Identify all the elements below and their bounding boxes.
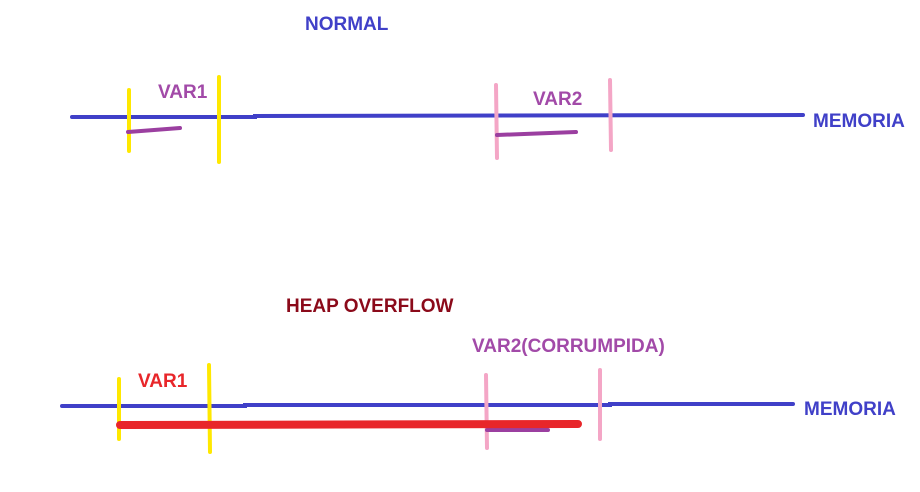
var2-data-normal [495, 130, 578, 137]
normal-section [70, 75, 805, 164]
memory-label-overflow: MEMORIA [804, 399, 896, 420]
var2-start-boundary-normal [494, 83, 499, 160]
normal-title: NORMAL [305, 14, 389, 35]
var1-label-overflow: VAR1 [138, 371, 188, 392]
var2-start-boundary-overflow [484, 373, 489, 450]
var2-corrupted-label: VAR2(CORRUMPIDA) [472, 336, 665, 357]
heap-overflow-title: HEAP OVERFLOW [286, 296, 454, 317]
var1-data-normal [126, 126, 182, 134]
var2-end-boundary-normal [608, 78, 613, 152]
memory-label-normal: MEMORIA [813, 111, 905, 132]
overflow-section [60, 363, 795, 454]
var1-label-normal: VAR1 [158, 82, 208, 103]
var2-label-normal: VAR2 [533, 89, 583, 110]
var1-end-boundary-overflow [207, 363, 212, 454]
memory-line-normal [70, 113, 805, 119]
memory-line-overflow [60, 402, 795, 408]
overflow-data-line [116, 420, 582, 429]
